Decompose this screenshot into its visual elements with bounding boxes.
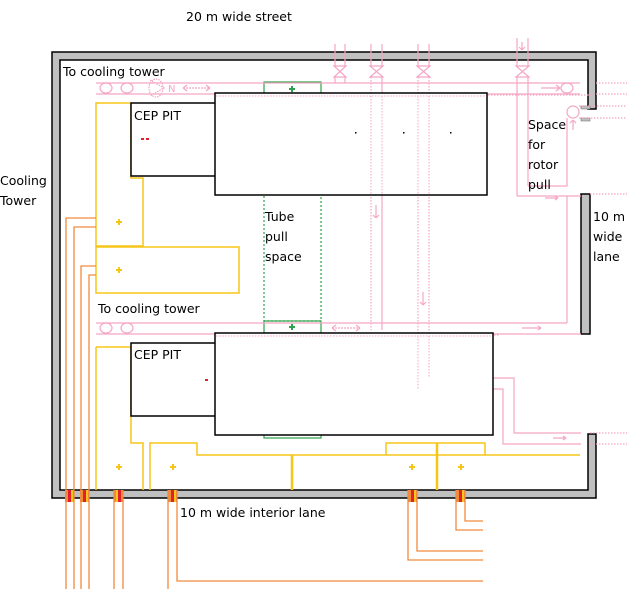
interior-lane-label: 10 m wide interior lane [180, 505, 326, 520]
yellow-plus-icon [116, 219, 464, 470]
rotor-pull-space-label: Space for rotor pull [528, 117, 567, 192]
yellow-equipment [95, 102, 580, 490]
equipment-blocks [130, 92, 494, 436]
penetration-marker [80, 490, 89, 502]
to-cooling-tower-top-label: To cooling tower [63, 64, 165, 79]
flow-symbol-n: N [168, 84, 175, 95]
wall-right-segment [580, 193, 591, 335]
wall-top [51, 51, 597, 499]
wall-penetrations [65, 490, 465, 502]
pipe-overlay [216, 95, 492, 389]
tube-pull-space-label: Tube pull space [265, 209, 302, 264]
green-plus-icon [289, 86, 295, 330]
orange-cables [65, 217, 483, 589]
building-wall [51, 51, 597, 499]
penetration-marker [114, 490, 123, 502]
turbine-block-top [214, 92, 488, 196]
cep-pit-bottom [130, 342, 217, 417]
penetration-marker [65, 490, 74, 502]
penetration-marker [408, 490, 417, 502]
penetration-marker [168, 490, 177, 502]
side-lane-label: 10 m wide lane [593, 209, 626, 264]
turbine-block-bottom [214, 332, 494, 436]
valve-riser [514, 38, 531, 196]
red-marker [141, 138, 208, 381]
pink-piping [96, 38, 627, 445]
cep-pit-bottom-label: CEP PIT [134, 347, 181, 362]
cep-pit-top-label: CEP PIT [134, 108, 181, 123]
cep-pit-top [130, 102, 217, 177]
cooling-tower-label: Cooling Tower [0, 173, 47, 208]
to-cooling-tower-mid-label: To cooling tower [98, 301, 200, 316]
reference-dot [355, 132, 452, 134]
penetration-marker [456, 490, 465, 502]
valve-riser [332, 44, 348, 83]
street-label: 20 m wide street [186, 9, 292, 24]
